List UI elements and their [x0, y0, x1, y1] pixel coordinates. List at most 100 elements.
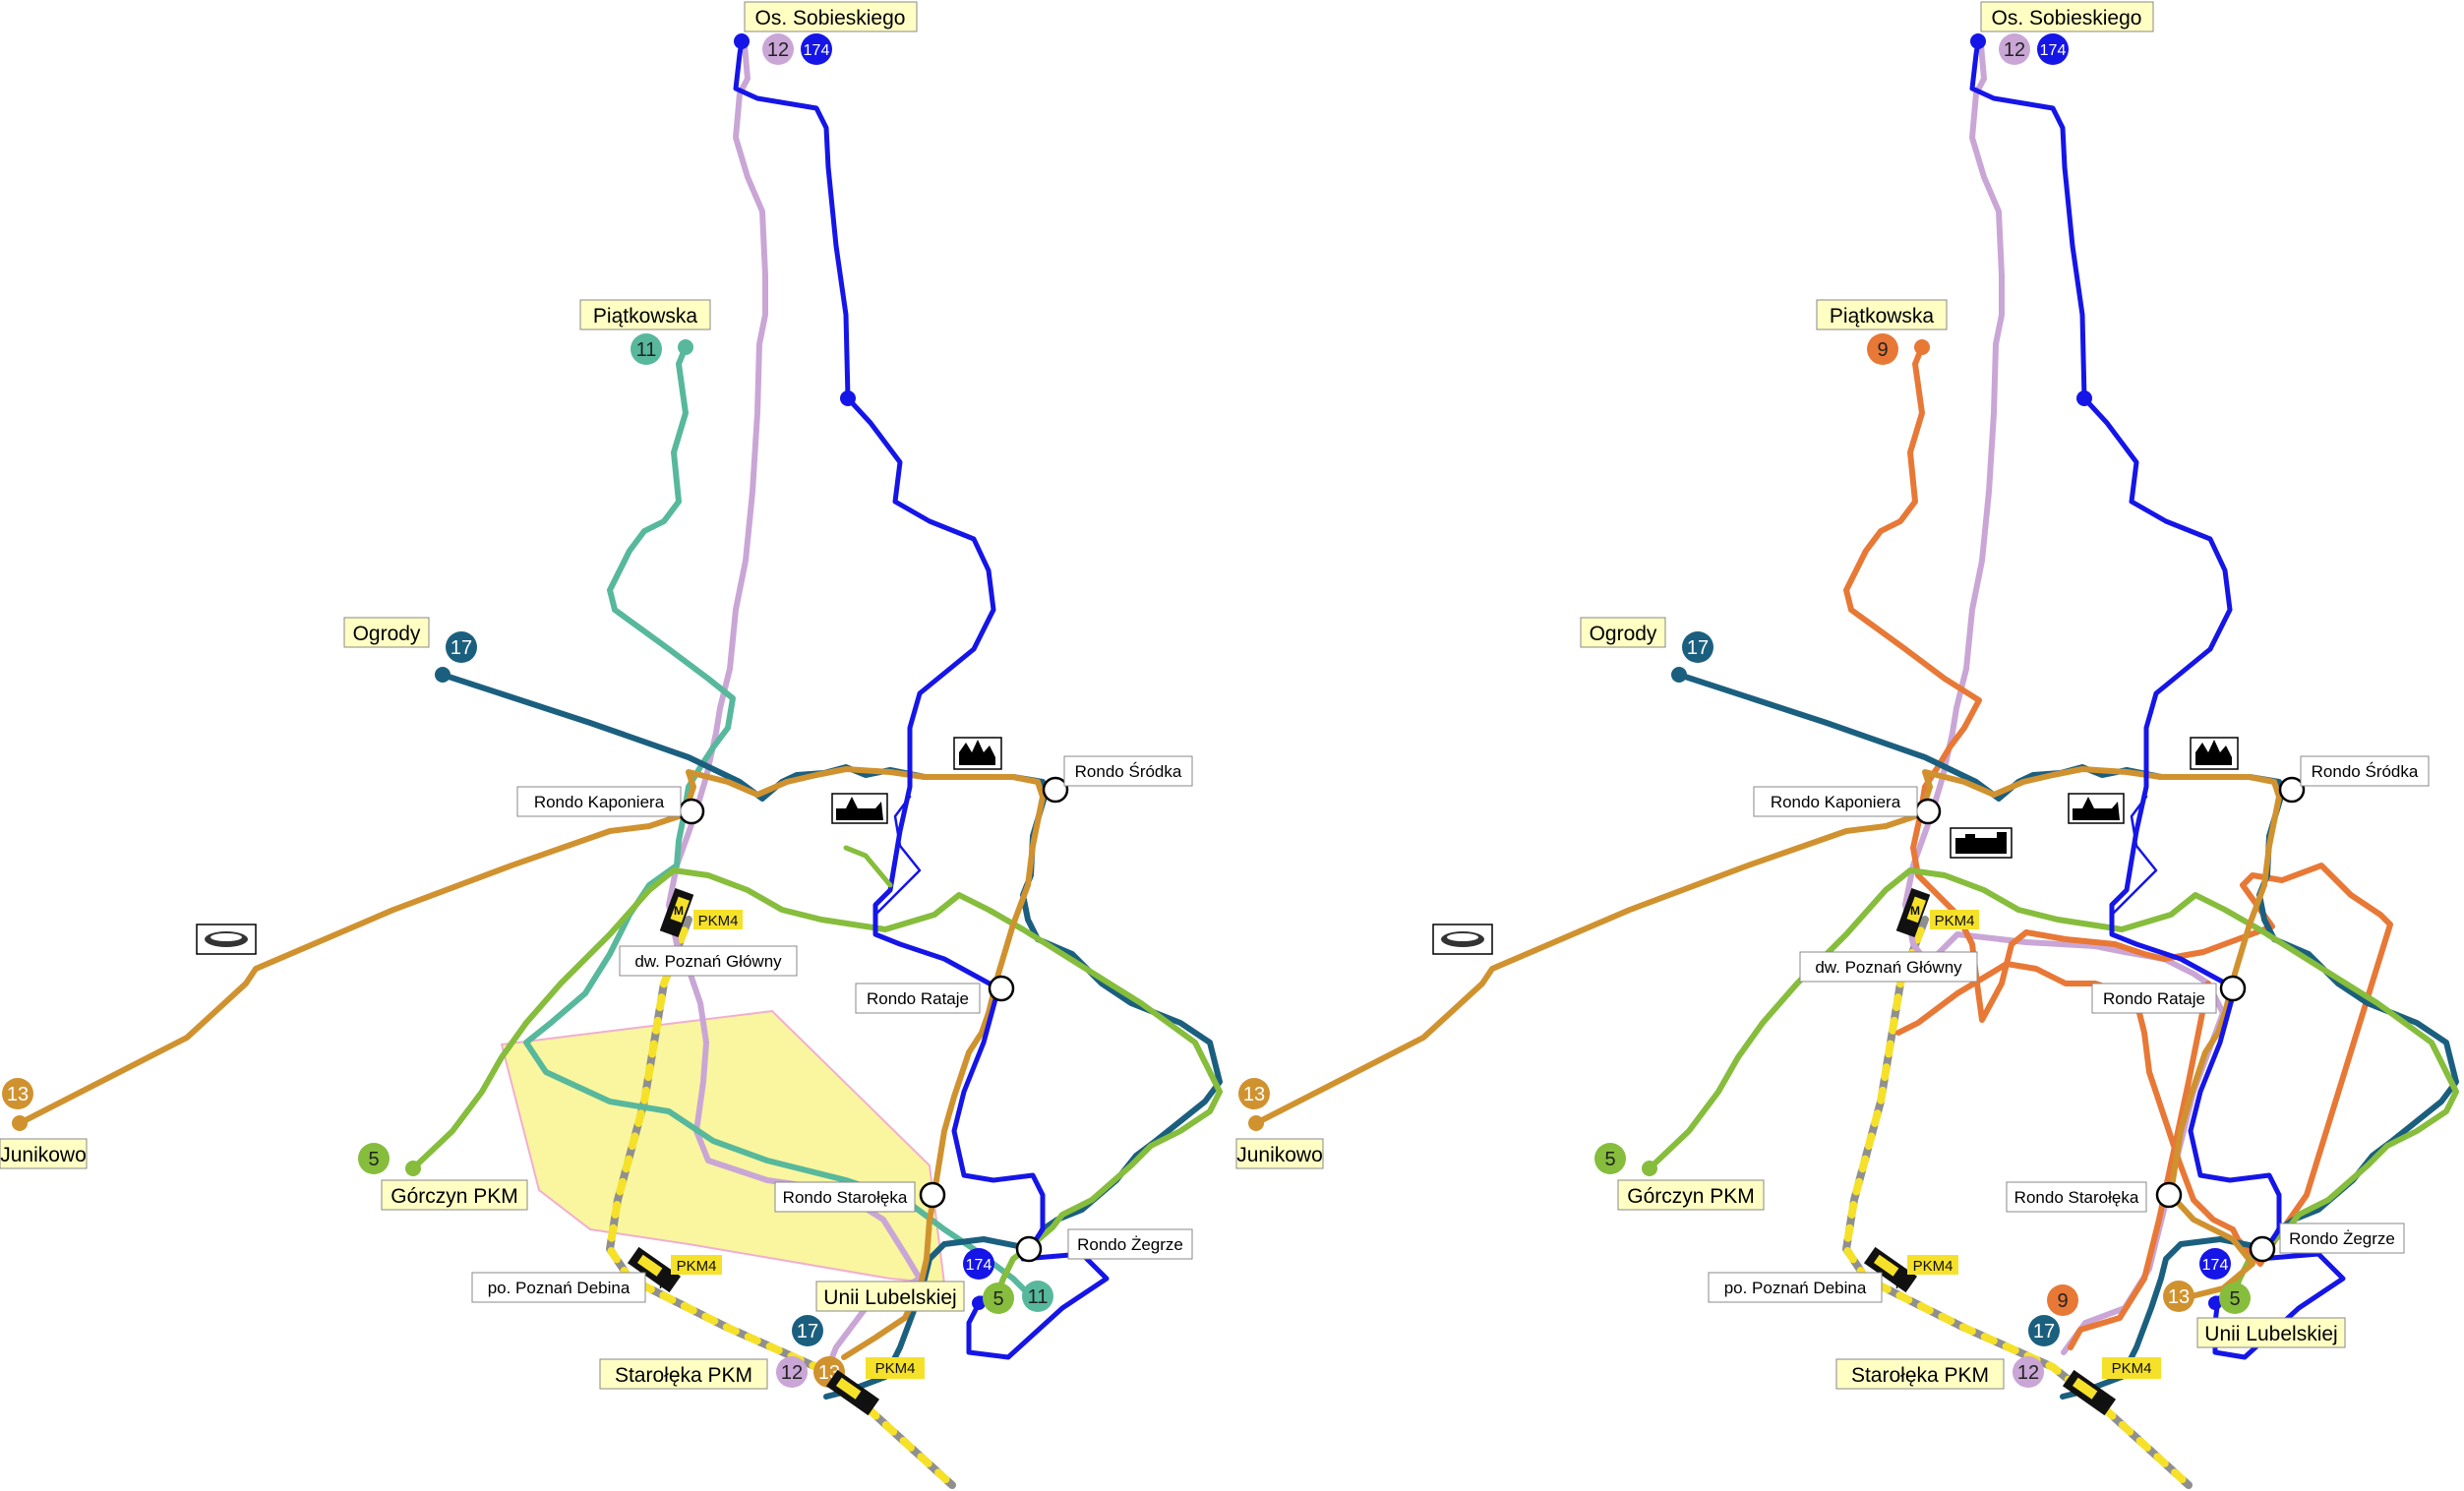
svg-text:174: 174: [2202, 1257, 2229, 1274]
svg-text:17: 17: [2033, 1321, 2055, 1342]
svg-text:M: M: [1910, 904, 1920, 918]
svg-text:PKM4: PKM4: [2112, 1360, 2152, 1377]
castle-icon: [1950, 827, 2013, 859]
badge-5-unii: 5: [983, 1282, 1014, 1314]
svg-text:Ogrody: Ogrody: [1590, 623, 1657, 645]
svg-text:12: 12: [781, 1362, 803, 1384]
label-rondo-staroleka: Rondo Starołęka: [774, 1181, 916, 1213]
badge-11-piatkowska: 11: [631, 333, 662, 365]
svg-text:Rondo Starołęka: Rondo Starołęka: [783, 1188, 908, 1207]
svg-text:13: 13: [7, 1084, 29, 1105]
badge-174-top-right: 174: [2037, 33, 2069, 65]
badge-11-unii: 11: [1022, 1281, 1053, 1312]
badge-17-staroleka: 17: [792, 1315, 823, 1346]
badge-9-staroleka: 9: [2047, 1284, 2078, 1316]
stadium-icon: [196, 924, 257, 955]
svg-text:Górczyn PKM: Górczyn PKM: [1627, 1185, 1755, 1208]
badge-13-junikowo: 13: [2, 1078, 33, 1109]
badge-174-unii: 174: [963, 1248, 994, 1280]
badge-5-gorczyn: 5: [358, 1143, 390, 1174]
svg-text:5: 5: [992, 1288, 1003, 1310]
node-rondo-srodka-right: [2278, 776, 2306, 804]
terminal-dot-174-mid: [840, 390, 856, 406]
svg-text:174: 174: [2040, 42, 2067, 59]
label-rondo-zegrze: Rondo Żegrze: [1067, 1228, 1193, 1260]
badge-12-staroleka-right: 12: [2013, 1356, 2044, 1388]
label-rondo-srodka: Rondo Śródka: [1063, 755, 1193, 787]
svg-text:M: M: [861, 1394, 871, 1407]
route-line-5: [410, 867, 1223, 1301]
node-rondo-staroleka-right: [2155, 1181, 2183, 1209]
label-junikowo: Junikowo: [0, 1138, 88, 1169]
svg-text:Starołęka PKM: Starołęka PKM: [1851, 1364, 1989, 1387]
svg-text:17: 17: [1687, 637, 1709, 659]
svg-text:17: 17: [451, 637, 472, 659]
terminal-dot-junikowo-right: [1248, 1115, 1264, 1131]
svg-text:PKM4: PKM4: [875, 1360, 916, 1377]
node-rondo-rataje-right: [2219, 975, 2247, 1002]
old-town-icon: [831, 793, 888, 824]
pkm-marker-staroleka-right: M PKM4: [2062, 1357, 2161, 1416]
svg-text:12: 12: [2004, 39, 2025, 61]
svg-text:Ogrody: Ogrody: [353, 623, 421, 645]
svg-text:Junikowo: Junikowo: [0, 1144, 87, 1166]
route-line-174-right: [1969, 38, 2346, 1360]
svg-text:174: 174: [966, 1257, 992, 1274]
node-rondo-zegrze-right: [2249, 1235, 2276, 1263]
label-junikowo-right: Junikowo: [1235, 1138, 1324, 1169]
label-unii-lubelskiej: Unii Lubelskiej: [815, 1281, 965, 1312]
terminal-dot-junikowo: [12, 1115, 28, 1131]
svg-text:5: 5: [2229, 1288, 2240, 1310]
svg-text:Rondo Śródka: Rondo Śródka: [1075, 762, 1182, 781]
svg-text:5: 5: [368, 1149, 379, 1170]
svg-text:po. Poznań Debina: po. Poznań Debina: [488, 1279, 631, 1297]
terminal-dot-sobieskiego: [734, 33, 750, 49]
terminal-dot-gorczyn-right: [1642, 1161, 1657, 1176]
label-rondo-srodka-right: Rondo Śródka: [2300, 755, 2430, 787]
node-rondo-kaponiera-right: [1914, 798, 1942, 825]
label-rondo-kaponiera: Rondo Kaponiera: [516, 786, 682, 817]
badge-5-gorczyn-right: 5: [1594, 1143, 1626, 1174]
svg-text:Os. Sobieskiego: Os. Sobieskiego: [755, 7, 906, 30]
svg-text:Unii Lubelskiej: Unii Lubelskiej: [823, 1286, 956, 1309]
svg-text:11: 11: [636, 339, 657, 361]
label-rondo-staroleka-right: Rondo Starołęka: [2006, 1181, 2147, 1213]
svg-text:11: 11: [1028, 1286, 1049, 1308]
node-rondo-rataje: [988, 975, 1015, 1002]
svg-text:Os. Sobieskiego: Os. Sobieskiego: [1992, 7, 2142, 30]
label-rondo-kaponiera-right: Rondo Kaponiera: [1753, 786, 1918, 817]
badge-17-staroleka-right: 17: [2028, 1315, 2060, 1346]
svg-text:Rondo Żegrze: Rondo Żegrze: [1077, 1235, 1183, 1254]
svg-text:M: M: [674, 904, 684, 918]
svg-text:PKM4: PKM4: [677, 1258, 717, 1275]
label-os-sobieskiego-right: Os. Sobieskiego: [1980, 1, 2154, 32]
label-rondo-rataje-right: Rondo Rataje: [2091, 983, 2217, 1014]
svg-text:9: 9: [1877, 339, 1888, 361]
label-rondo-rataje: Rondo Rataje: [855, 983, 981, 1014]
pkm-marker-glowny: M PKM4: [659, 887, 743, 938]
route-line-9: [1843, 344, 2393, 1350]
route-line-174: [733, 38, 1110, 1360]
label-ogrody: Ogrody: [343, 617, 430, 648]
badge-174-top: 174: [801, 33, 832, 65]
badge-12-staroleka: 12: [776, 1356, 808, 1388]
route-line-174-branch: [873, 795, 922, 917]
svg-text:Rondo Rataje: Rondo Rataje: [2103, 989, 2205, 1008]
svg-text:17: 17: [797, 1321, 818, 1342]
terminal-dot-174-mid-right: [2076, 390, 2092, 406]
terminal-dot-piatkowska-right: [1914, 339, 1930, 355]
svg-text:M: M: [659, 1278, 669, 1291]
route-line-11: [523, 344, 1036, 1301]
badge-13-junikowo-right: 13: [1238, 1078, 1270, 1109]
label-piatkowska: Piątkowska: [579, 299, 711, 330]
svg-text:PKM4: PKM4: [1935, 913, 1975, 929]
pkm-marker-debina: M PKM4: [627, 1246, 722, 1293]
label-po-poznan-debina-right: po. Poznań Debina: [1708, 1272, 1883, 1303]
stadium-icon-right: [1432, 924, 1493, 955]
label-unii-lubelskiej-right: Unii Lubelskiej: [2196, 1317, 2346, 1348]
label-po-poznan-debina: po. Poznań Debina: [471, 1272, 646, 1303]
label-staroleka-pkm: Starołęka PKM: [599, 1358, 768, 1390]
terminal-dot-unii-right: [2208, 1296, 2222, 1310]
badge-17-ogrody: 17: [446, 631, 477, 663]
